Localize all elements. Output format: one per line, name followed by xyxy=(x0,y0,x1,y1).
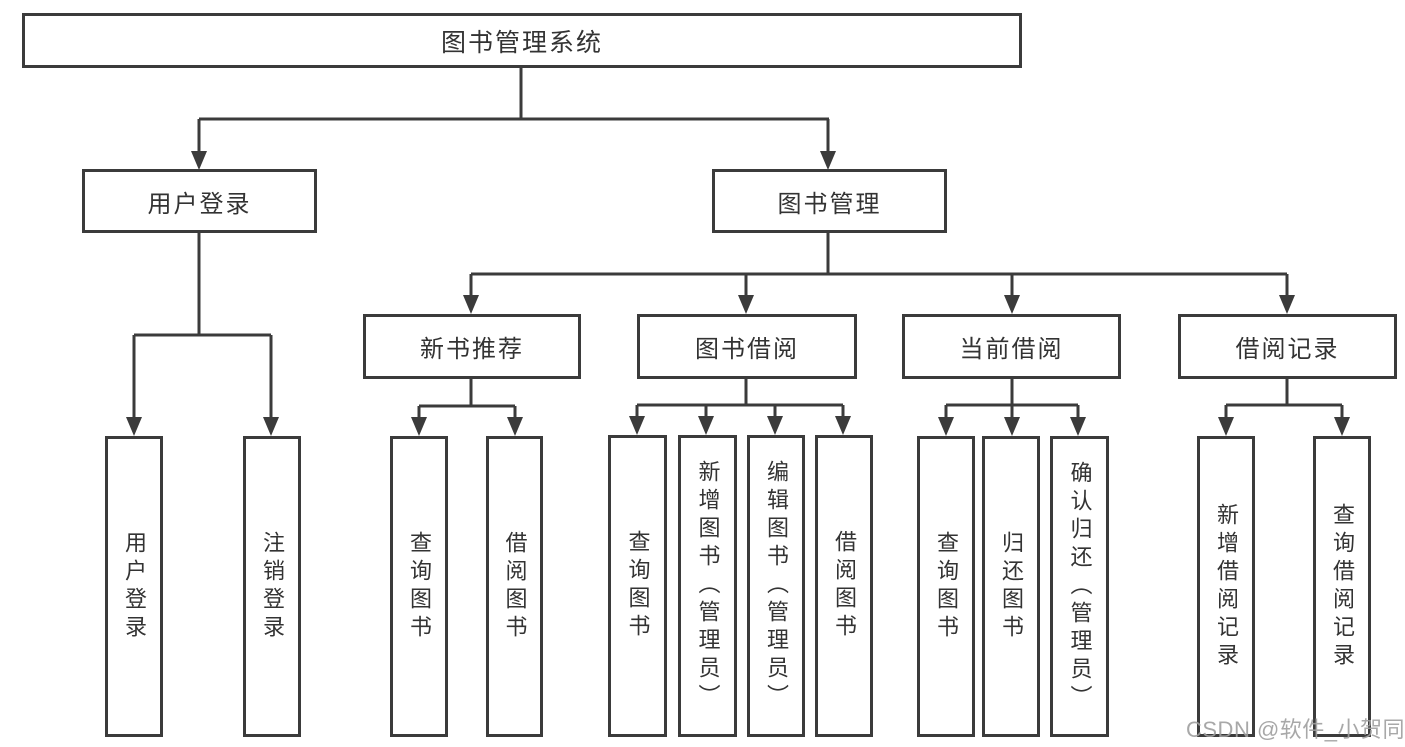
leaf-records-query: 查询借阅记录 xyxy=(1313,436,1371,737)
csdn-watermark: CSDN @软件_小贺同学 xyxy=(1186,717,1405,742)
node-root-system: 图书管理系统 xyxy=(22,13,1022,68)
leaf-newbooks-query: 查询图书 xyxy=(390,436,448,737)
node-borrowing-records: 借阅记录 xyxy=(1178,314,1397,379)
leaf-current-query: 查询图书 xyxy=(917,436,975,737)
leaf-current-return: 归还图书 xyxy=(982,436,1040,737)
node-new-books: 新书推荐 xyxy=(363,314,581,379)
leaf-borrowing-borrow: 借阅图书 xyxy=(815,435,873,737)
leaf-user-login: 用户登录 xyxy=(105,436,163,737)
leaf-borrowing-query: 查询图书 xyxy=(608,435,667,737)
leaf-borrowing-add: 新增图书（管理员） xyxy=(678,435,737,737)
node-book-borrowing: 图书借阅 xyxy=(637,314,857,379)
leaf-logout: 注销登录 xyxy=(243,436,301,737)
node-current-borrowing: 当前借阅 xyxy=(902,314,1121,379)
leaf-records-add: 新增借阅记录 xyxy=(1197,436,1255,737)
node-user-login: 用户登录 xyxy=(82,169,317,233)
leaf-current-confirm-return: 确认归还（管理员） xyxy=(1050,436,1109,737)
leaf-borrowing-edit: 编辑图书（管理员） xyxy=(747,435,805,737)
node-book-management: 图书管理 xyxy=(712,169,947,233)
leaf-newbooks-borrow: 借阅图书 xyxy=(486,436,543,737)
